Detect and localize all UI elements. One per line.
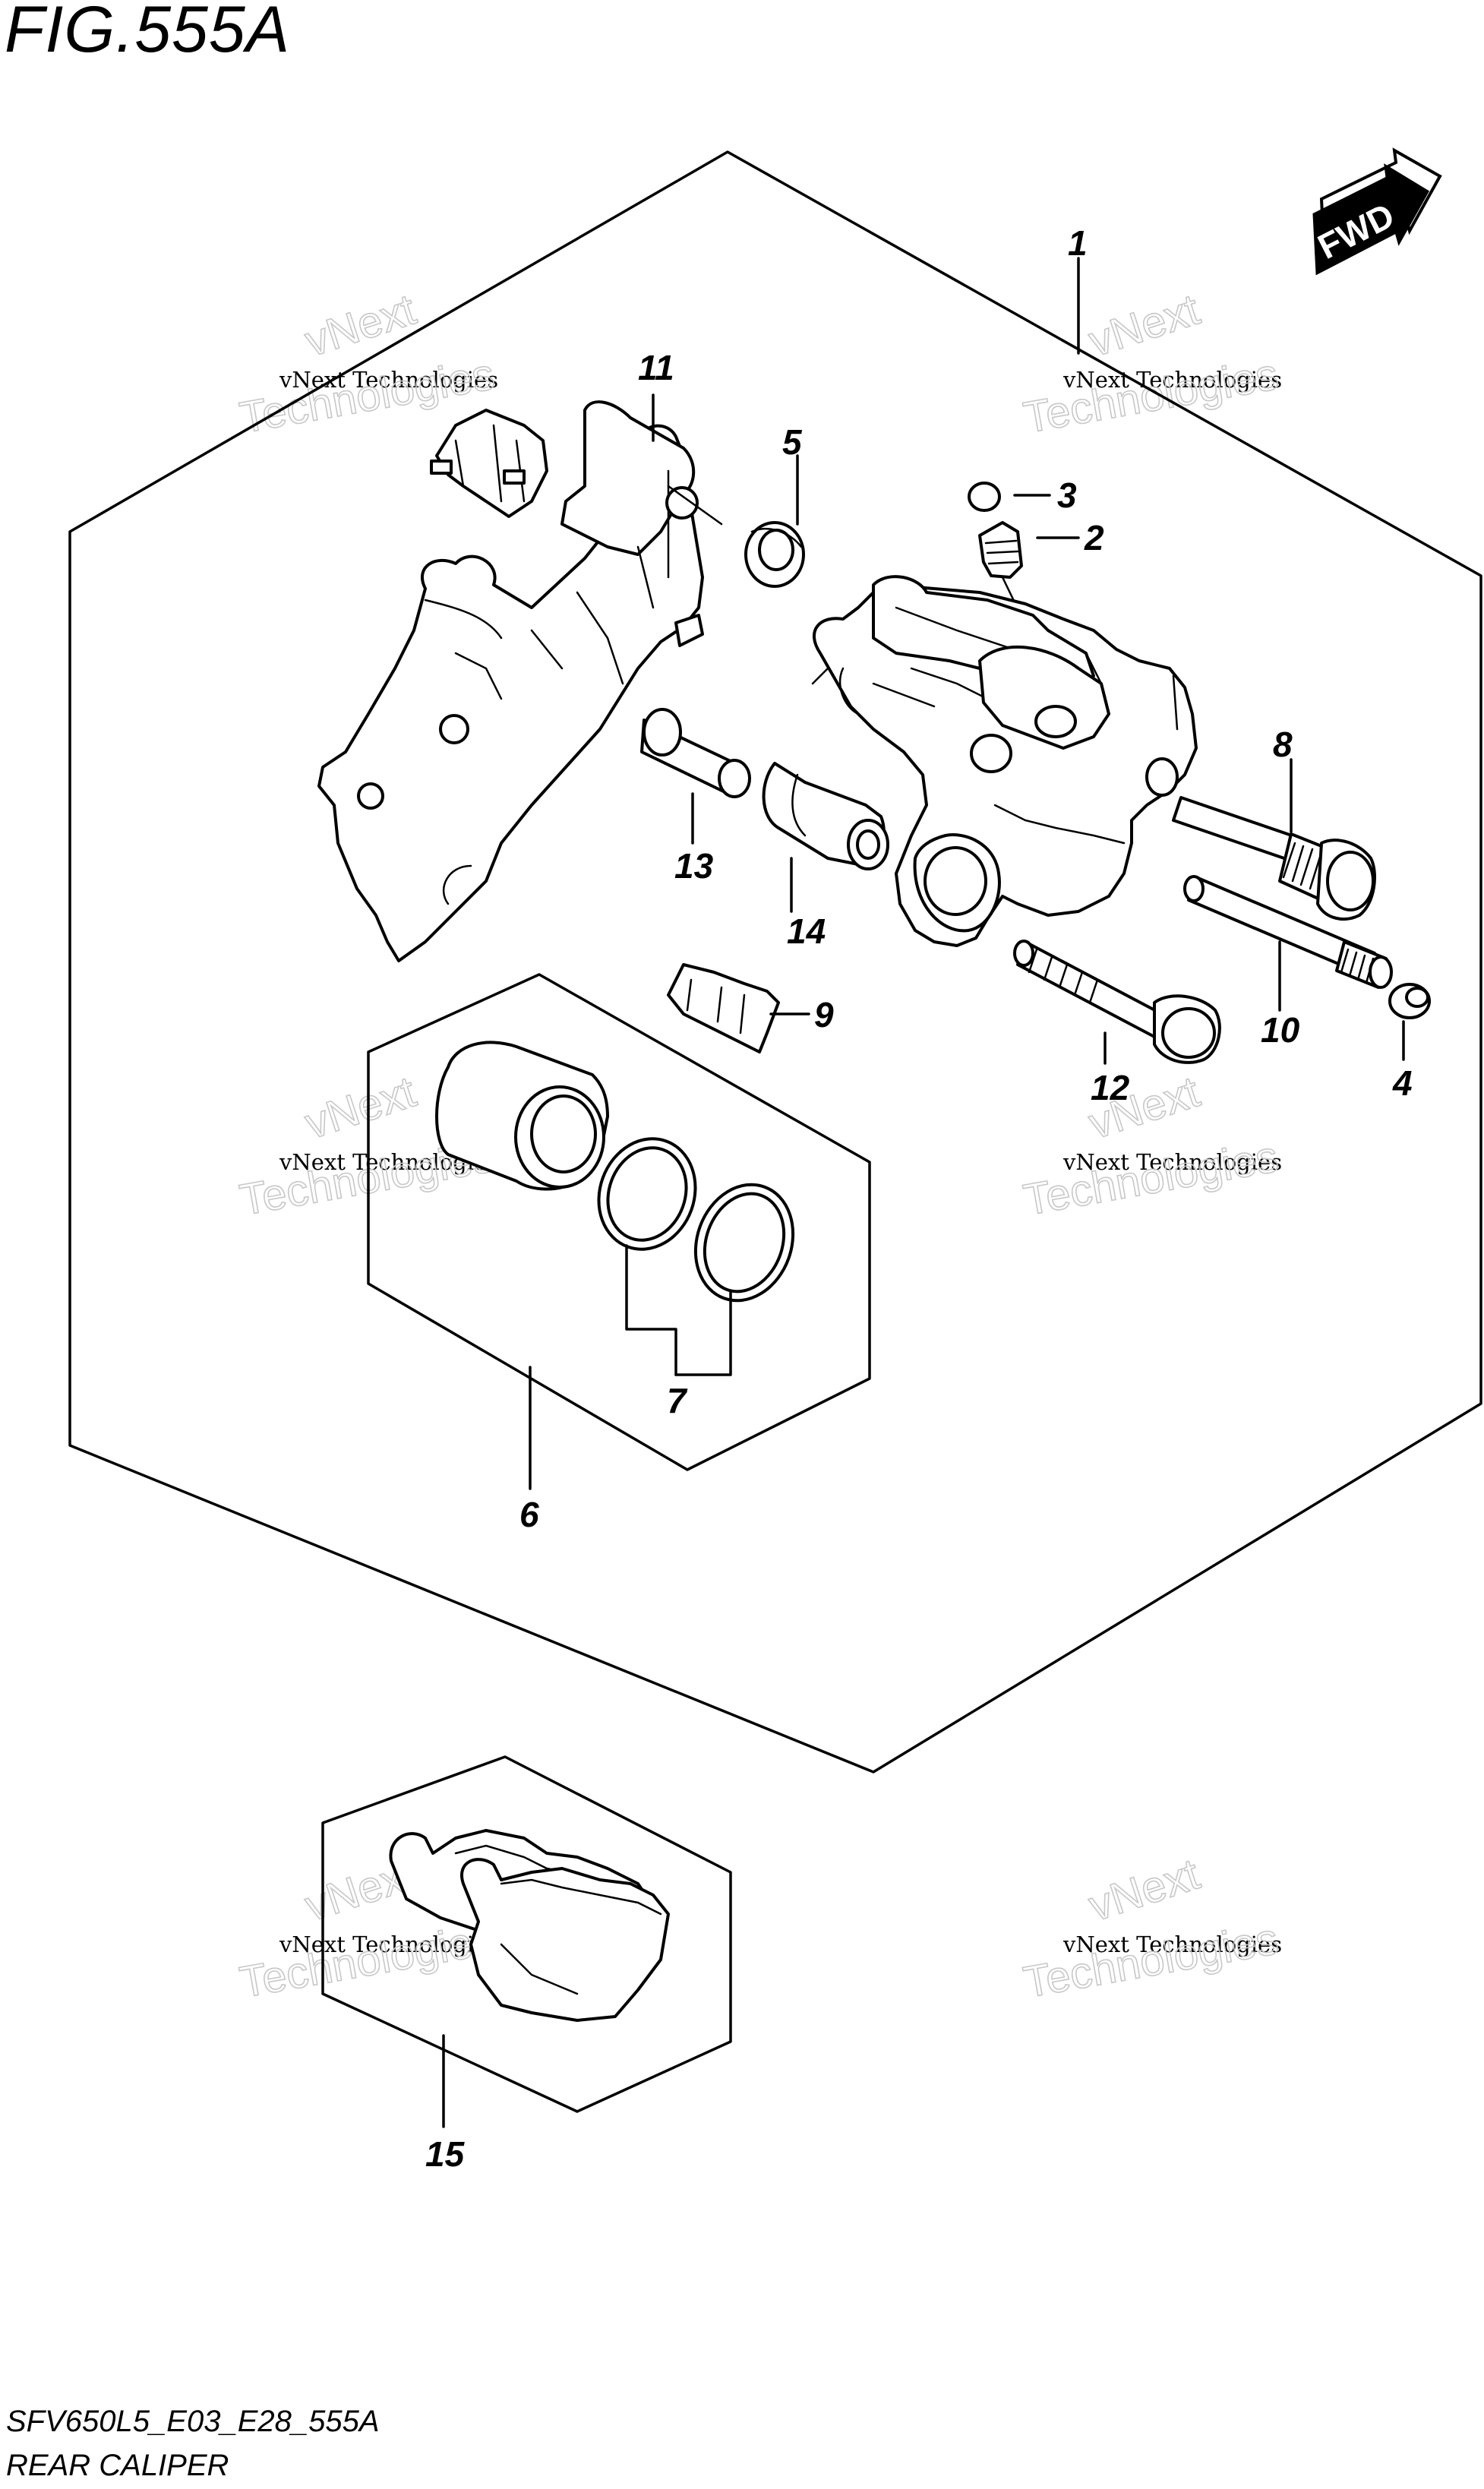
- watermark-6: vNext Technologies vNext Technologies: [1019, 1849, 1282, 2008]
- piston-part-6: [435, 1041, 609, 1191]
- callout-12: 12: [1091, 1068, 1130, 1107]
- boot-part-5: [744, 521, 805, 588]
- watermark-text: vNext: [1083, 285, 1205, 367]
- pin-boot-part-14: [762, 762, 889, 870]
- brake-pad-part-15: [389, 1829, 670, 2022]
- callout-6: 6: [519, 1495, 539, 1534]
- callout-2: 2: [1084, 518, 1104, 557]
- caliper-body: [811, 575, 1198, 947]
- watermark-text: Technologies: [1020, 1914, 1282, 2007]
- figure-title: FIG.555A: [5, 0, 291, 66]
- callout-7: 7: [667, 1381, 688, 1420]
- cap-part-4: [1388, 983, 1431, 1019]
- brake-pad-boundary: [321, 1755, 732, 2113]
- callout-11: 11: [638, 348, 674, 387]
- watermark-text: vNext Technologies: [279, 367, 498, 393]
- watermark-4: vNext Technologies vNext Technologies: [1019, 1066, 1282, 1226]
- caliper-bracket-part-11: [317, 400, 723, 962]
- figure-code: SFV650L5_E03_E28_555A: [6, 2405, 380, 2438]
- watermark-text: Technologies: [1020, 1132, 1282, 1225]
- callout-4: 4: [1392, 1063, 1413, 1103]
- assembly-boundary: [68, 150, 1482, 1774]
- piston-seal-part-7: [597, 1137, 795, 1303]
- callout-1: 1: [1068, 223, 1088, 263]
- watermark-text: vNext Technologies: [279, 1932, 498, 1957]
- watermark-text: vNext Technologies: [1062, 367, 1282, 393]
- callout-labels: 1 2 3 4 5 6 7 8 9 10 11 12 13 14 15: [425, 223, 1413, 2174]
- callout-13: 13: [674, 846, 714, 886]
- callout-9: 9: [814, 995, 834, 1034]
- watermark-text: vNext: [299, 285, 422, 367]
- watermark-text: vNext Technologies: [1062, 1932, 1282, 1957]
- slide-pin-part-10: [1183, 875, 1393, 989]
- pad-spring-part-9: [667, 963, 780, 1053]
- bolt-part-12: [1013, 940, 1221, 1064]
- callout-3: 3: [1057, 475, 1077, 515]
- callout-15: 15: [425, 2134, 466, 2174]
- callout-5: 5: [782, 422, 803, 462]
- fwd-direction-badge: FWD: [1312, 147, 1442, 276]
- watermark-text: Technologies: [236, 1914, 498, 2007]
- watermark-text: vNext: [299, 1067, 422, 1149]
- callout-10: 10: [1261, 1010, 1300, 1050]
- pin-bolt-part-8: [1172, 796, 1376, 921]
- watermark-text: vNext: [1083, 1849, 1205, 1932]
- leader-lines: [442, 257, 1405, 2128]
- watermark-text: Technologies: [1020, 349, 1282, 443]
- piston-kit-boundary: [367, 973, 871, 1471]
- pin-sleeve-part-13: [640, 708, 751, 798]
- bracket-clip: [430, 409, 548, 518]
- callout-8: 8: [1273, 725, 1293, 764]
- watermark-text: vNext Technologies: [1062, 1149, 1282, 1175]
- bleeder-cap-part-3: [968, 482, 1001, 512]
- figure-name: REAR CALIPER: [6, 2449, 229, 2482]
- watermark-2: vNext Technologies vNext Technologies: [1019, 284, 1282, 444]
- callout-14: 14: [787, 911, 826, 951]
